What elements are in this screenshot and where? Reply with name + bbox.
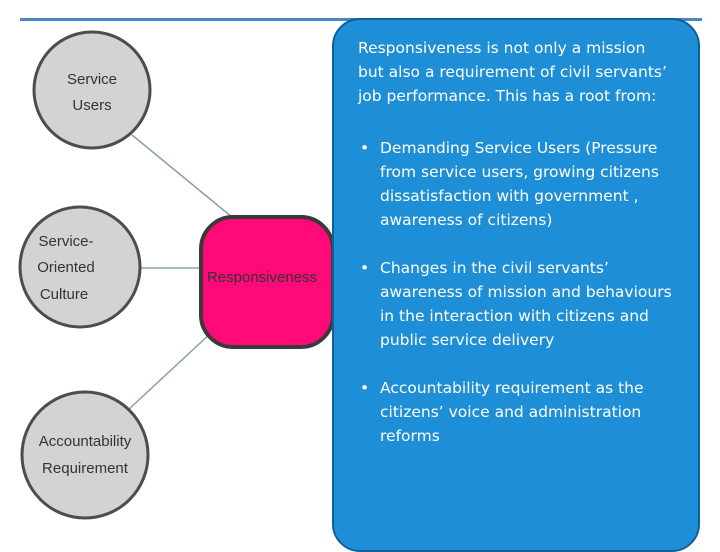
bullet-icon: • [360,139,370,157]
explanation-callout: Responsiveness is not only a mission but… [332,18,700,552]
node-culture-line-2: Oriented [37,259,95,276]
callout-bullet-list: • Demanding Service Users (Pressure from… [358,136,674,448]
node-culture-line-3: Culture [40,286,88,303]
callout-bullet-text: Accountability requirement as the citize… [380,379,644,445]
node-accountability-requirement: Accountability Requirement [20,390,150,520]
node-responsiveness-label: Responsiveness [207,269,317,286]
node-accountability-line-2: Requirement [42,460,129,477]
callout-bullet-text: Changes in the civil servants’ awareness… [380,259,672,349]
callout-intro: Responsiveness is not only a mission but… [358,39,667,105]
bullet-icon: • [360,379,370,397]
node-service-users-line-1: Service [67,71,117,88]
node-service-users: Service Users [32,30,152,150]
callout-bullet-item: • Changes in the civil servants’ awarene… [358,256,674,352]
connector-service-users [131,134,239,223]
node-service-users-line-2: Users [72,97,111,114]
bullet-icon: • [360,259,370,277]
node-culture-line-1: Service- [38,233,93,250]
callout-bullet-item: • Demanding Service Users (Pressure from… [358,136,674,232]
node-service-oriented-culture: Service- Oriented Culture [18,205,142,329]
callout-bullet-item: • Accountability requirement as the citi… [358,376,674,448]
node-accountability-line-1: Accountability [39,433,132,450]
responsiveness-diagram: Service Users Service- Oriented Culture … [18,30,335,520]
connector-accountability-requirement [127,331,213,411]
node-responsiveness: Responsiveness [199,215,335,349]
callout-bullet-text: Demanding Service Users (Pressure from s… [380,139,659,229]
